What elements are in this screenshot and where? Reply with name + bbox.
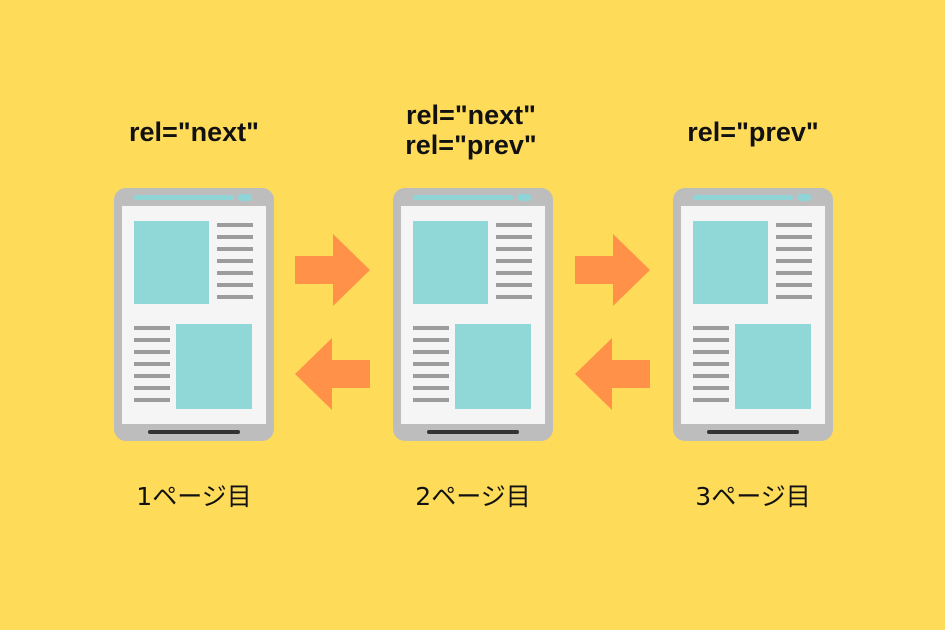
rel-prev-label: rel="prev" bbox=[405, 130, 537, 160]
text-line bbox=[776, 247, 812, 251]
page-2-rel-label: rel="next" rel="prev" bbox=[351, 100, 591, 160]
text-line bbox=[217, 295, 253, 299]
image-block bbox=[134, 221, 209, 304]
image-block bbox=[176, 324, 252, 409]
home-bar bbox=[148, 430, 240, 434]
text-line bbox=[134, 398, 170, 402]
image-block bbox=[693, 221, 768, 304]
arrow-right-icon bbox=[295, 234, 370, 306]
text-line bbox=[776, 295, 812, 299]
home-bar bbox=[427, 430, 519, 434]
phone-page-3 bbox=[673, 188, 833, 441]
text-line bbox=[217, 223, 253, 227]
page-3-rel-label: rel="prev" bbox=[633, 117, 873, 147]
image-block bbox=[735, 324, 811, 409]
page-2-caption: 2ページ目 bbox=[415, 482, 531, 511]
text-line bbox=[413, 338, 449, 342]
text-line bbox=[496, 295, 532, 299]
text-line bbox=[413, 398, 449, 402]
phone-page-1 bbox=[114, 188, 274, 441]
text-line bbox=[693, 398, 729, 402]
text-line bbox=[217, 235, 253, 239]
text-line bbox=[496, 271, 532, 275]
text-line bbox=[693, 338, 729, 342]
text-line bbox=[776, 271, 812, 275]
text-line bbox=[693, 386, 729, 390]
camera-dot bbox=[517, 194, 531, 201]
text-line bbox=[134, 338, 170, 342]
top-bar bbox=[413, 195, 513, 200]
image-block bbox=[413, 221, 488, 304]
text-line bbox=[134, 374, 170, 378]
text-line bbox=[413, 374, 449, 378]
arrow-left-icon bbox=[295, 338, 370, 410]
top-bar bbox=[693, 195, 793, 200]
text-line bbox=[217, 259, 253, 263]
text-line bbox=[776, 223, 812, 227]
arrow-left-icon bbox=[575, 338, 650, 410]
text-line bbox=[134, 350, 170, 354]
text-line bbox=[496, 283, 532, 287]
text-line bbox=[693, 326, 729, 330]
text-line bbox=[413, 350, 449, 354]
text-line bbox=[693, 374, 729, 378]
text-line bbox=[134, 362, 170, 366]
top-bar bbox=[134, 195, 234, 200]
phone-page-2 bbox=[393, 188, 553, 441]
text-line bbox=[693, 362, 729, 366]
page-1-caption: 1ページ目 bbox=[136, 482, 252, 511]
text-line bbox=[413, 326, 449, 330]
text-line bbox=[693, 350, 729, 354]
text-line bbox=[776, 283, 812, 287]
camera-dot bbox=[797, 194, 811, 201]
home-bar bbox=[707, 430, 799, 434]
text-line bbox=[496, 247, 532, 251]
text-line bbox=[217, 247, 253, 251]
text-line bbox=[217, 271, 253, 275]
rel-prev-label: rel="prev" bbox=[687, 117, 819, 147]
text-line bbox=[134, 386, 170, 390]
page-3-caption: 3ページ目 bbox=[695, 482, 811, 511]
text-line bbox=[776, 235, 812, 239]
image-block bbox=[455, 324, 531, 409]
arrow-right-icon bbox=[575, 234, 650, 306]
text-line bbox=[496, 223, 532, 227]
rel-next-label: rel="next" bbox=[406, 100, 536, 130]
text-line bbox=[496, 235, 532, 239]
page-1-rel-label: rel="next" bbox=[74, 117, 314, 147]
text-line bbox=[496, 259, 532, 263]
text-line bbox=[776, 259, 812, 263]
text-line bbox=[413, 386, 449, 390]
text-line bbox=[413, 362, 449, 366]
text-line bbox=[217, 283, 253, 287]
camera-dot bbox=[238, 194, 252, 201]
text-line bbox=[134, 326, 170, 330]
rel-next-label: rel="next" bbox=[129, 117, 259, 147]
